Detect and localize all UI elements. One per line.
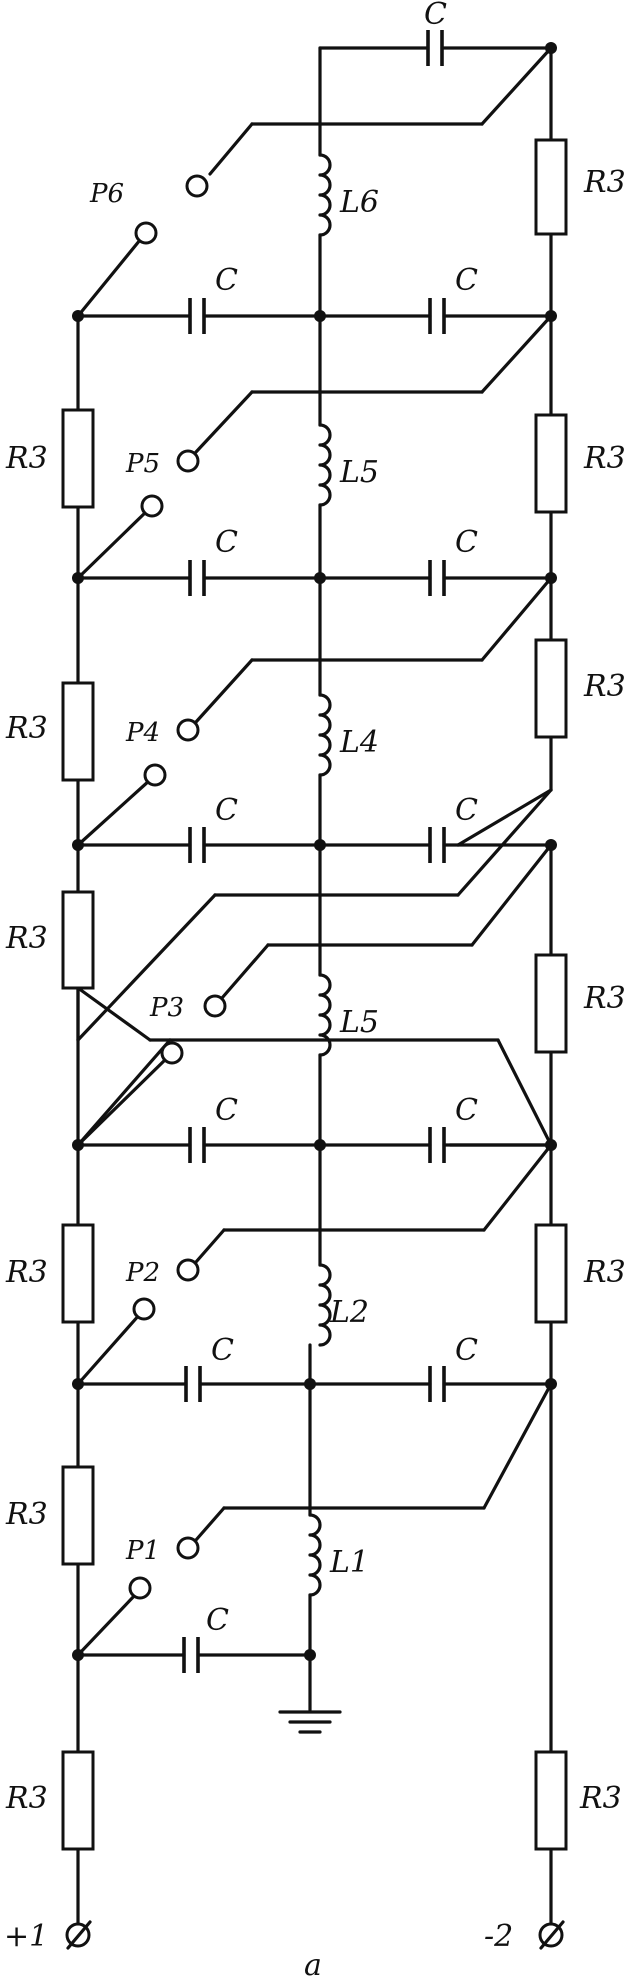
junction-dots (72, 42, 557, 1661)
contact-p3-b (160, 1041, 184, 1065)
label-switch-p2: P2 (125, 1258, 160, 1288)
label-r3: R3 (583, 981, 626, 1016)
capacitor-r6-right (428, 298, 446, 334)
contact-p4-a (176, 718, 200, 742)
label-inductor-l2: L2 (329, 1295, 369, 1330)
contact-p5-b (140, 494, 164, 518)
terminals (65, 1920, 565, 1950)
ground-symbol (278, 1710, 342, 1734)
inductor-l5 (318, 423, 332, 507)
label-switch-p5: P5 (125, 449, 160, 479)
label-inductor-l6: L6 (339, 185, 379, 220)
switch-arm-lines (76, 46, 553, 1657)
contact-p1-b (128, 1576, 152, 1600)
resistor-right-5 (534, 1223, 568, 1324)
inductors (308, 153, 332, 1597)
label-terminal-plus: +1 (4, 1919, 48, 1954)
label-inductor-l1: L1 (329, 1545, 369, 1580)
component-labels: C C C C C C C C C C C C R3 R3 R3 R3 R3 R… (4, 0, 626, 1981)
capacitor-r3-right (428, 1127, 446, 1163)
inductor-l3 (318, 973, 332, 1057)
resistor-right-2 (534, 413, 568, 514)
label-c: C (215, 1093, 238, 1128)
switch-contacts (128, 174, 227, 1600)
label-inductor-l5: L5 (339, 455, 379, 490)
resistor-left-5 (61, 1465, 95, 1566)
inductor-l1 (308, 1513, 322, 1597)
capacitor-r4-left (188, 827, 206, 863)
resistor-left-6 (61, 1750, 95, 1851)
label-r3: R3 (5, 921, 48, 956)
resistor-left-1 (61, 408, 95, 509)
capacitor-r1 (182, 1637, 200, 1673)
resistor-left-4 (61, 1223, 95, 1324)
label-inductor-l4: L4 (339, 725, 379, 760)
contact-p5-a (176, 449, 200, 473)
capacitors (182, 30, 446, 1673)
resistor-right-6 (534, 1750, 568, 1851)
label-r3: R3 (5, 1497, 48, 1532)
label-r3: R3 (5, 1781, 48, 1816)
resistor-right-3 (534, 638, 568, 739)
resistors (61, 138, 568, 1851)
label-switch-p3: P3 (149, 993, 184, 1023)
capacitor-r3-left (188, 1127, 206, 1163)
label-switch-p1: P1 (125, 1536, 160, 1566)
label-c: C (215, 525, 238, 560)
label-r3: R3 (5, 711, 48, 746)
label-switch-p6: P6 (89, 179, 124, 209)
capacitor-r5-right (428, 560, 446, 596)
contact-p2-a (176, 1258, 200, 1282)
figure-caption: a (304, 1948, 322, 1981)
label-r3: R3 (583, 441, 626, 476)
label-r3: R3 (5, 441, 48, 476)
label-c: C (206, 1603, 229, 1638)
inductor-l2 (318, 1263, 332, 1347)
contact-p3-a (203, 994, 227, 1018)
label-c: C (215, 263, 238, 298)
contact-p6-a (185, 174, 209, 198)
label-terminal-minus: -2 (484, 1919, 513, 1954)
capacitor-r2-left (184, 1366, 202, 1402)
contact-p4-b (143, 763, 167, 787)
capacitor-r6-left (188, 298, 206, 334)
label-c: C (215, 793, 238, 828)
resistor-left-3 (61, 890, 95, 990)
label-c: C (211, 1333, 234, 1368)
circuit-wires (76, 46, 553, 1926)
contact-p2-b (132, 1297, 156, 1321)
capacitor-r4-right (428, 827, 446, 863)
capacitor-r5-left (188, 560, 206, 596)
label-r3: R3 (583, 669, 626, 704)
label-c: C (455, 525, 478, 560)
label-c: C (455, 1093, 478, 1128)
label-r3: R3 (583, 165, 626, 200)
label-r3: R3 (5, 1255, 48, 1290)
resistor-right-4 (534, 953, 568, 1054)
label-c: C (455, 1333, 478, 1368)
inductor-l6 (318, 153, 332, 237)
capacitor-top (426, 30, 444, 66)
label-r3: R3 (583, 1255, 626, 1290)
resistor-right-1 (534, 138, 568, 236)
label-c: C (455, 793, 478, 828)
label-switch-p4: P4 (125, 718, 160, 748)
label-c: C (455, 263, 478, 298)
label-r3: R3 (579, 1781, 622, 1816)
contact-p6-b (134, 221, 158, 245)
label-c-top: C (424, 0, 447, 32)
resistor-left-2 (61, 681, 95, 782)
capacitor-r2-right (428, 1366, 446, 1402)
inductor-l4 (318, 693, 332, 777)
label-inductor-l3: L5 (339, 1005, 379, 1040)
contact-p1-a (176, 1536, 200, 1560)
